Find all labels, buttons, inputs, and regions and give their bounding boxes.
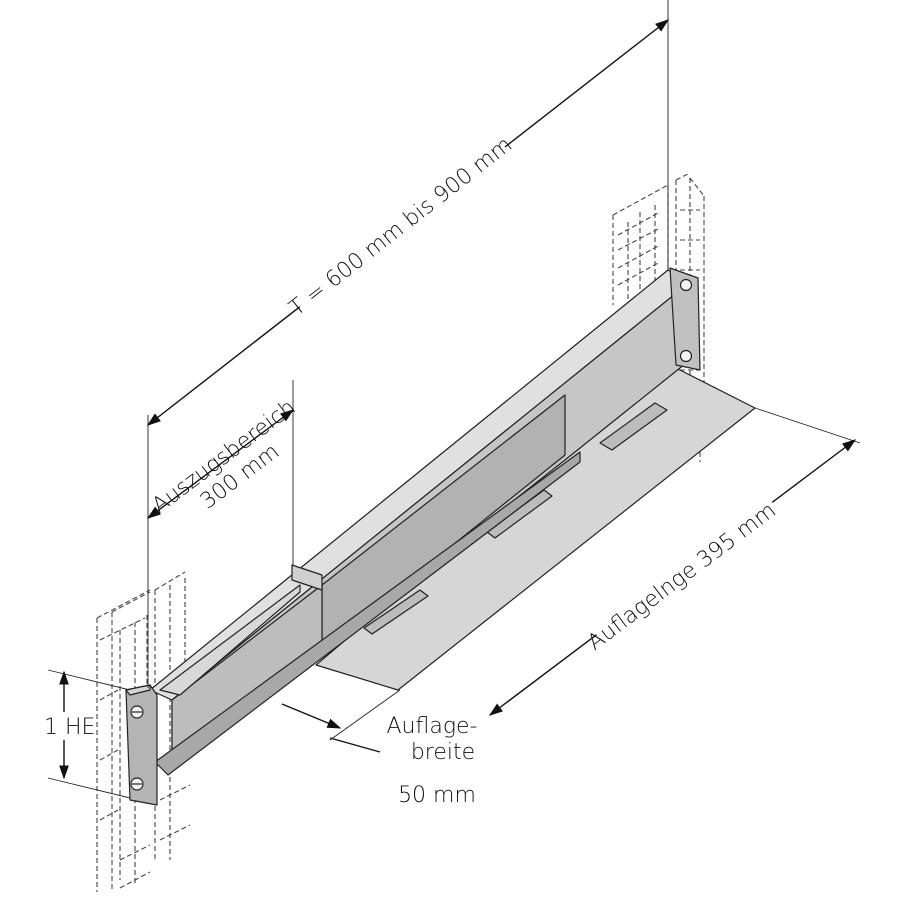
height-unit-label: 1 HE <box>44 715 95 740</box>
support-width-label-line1: Auflage- <box>386 714 477 739</box>
support-length-label: Auflagelnge 395 mm <box>583 498 781 656</box>
front-rack-post <box>96 571 191 892</box>
support-width-label-line3: 50 mm <box>398 783 476 808</box>
extension-dimension-arrow <box>146 409 295 519</box>
depth-label: T = 600 mm bis 900 mm <box>285 132 517 321</box>
support-width-label-line2: breite <box>411 740 475 765</box>
support-width-arrow <box>281 703 342 729</box>
dimension-lines <box>47 0 861 799</box>
rear-bracket-hole-top <box>679 278 693 292</box>
rear-bracket <box>669 267 701 371</box>
rear-bracket-hole-bottom <box>679 349 693 363</box>
front-bracket <box>125 684 158 806</box>
